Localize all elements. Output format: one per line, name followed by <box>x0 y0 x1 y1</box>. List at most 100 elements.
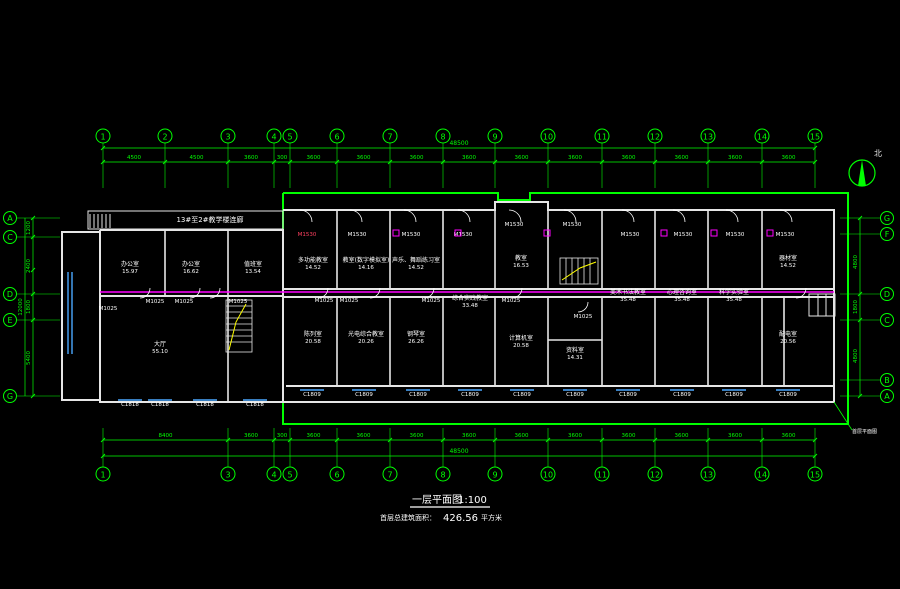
dim-right-value: 4800 <box>853 349 859 363</box>
axis-right-label: G <box>884 214 890 223</box>
window-label: C1809 <box>303 392 321 398</box>
column-marker <box>454 229 462 237</box>
axis-right-label: A <box>884 392 890 401</box>
dim-top-tick <box>334 159 340 165</box>
dim-bottom-tick <box>387 437 393 443</box>
door-label: M1530 <box>726 232 745 238</box>
entrance-steps <box>808 293 836 317</box>
axis-right-bubble <box>880 287 894 301</box>
axis-left-bubble <box>3 313 17 327</box>
dim-bottom-tick <box>812 437 818 443</box>
dim-top-value: 3600 <box>410 155 424 161</box>
axis-top-label: 3 <box>225 133 230 142</box>
window-label: C1809 <box>673 392 691 398</box>
dim-bottom-tick <box>652 437 658 443</box>
dim-bottom-value: 3600 <box>410 433 424 439</box>
dim-left-value: 12000 <box>18 298 24 316</box>
axis-bottom-label: 15 <box>810 471 820 480</box>
dim-left-tick <box>30 215 36 221</box>
plan-title: 一层平面图 <box>412 494 462 506</box>
column-marker <box>392 229 400 237</box>
dim-bottom-value: 3600 <box>462 433 476 439</box>
room-area: 20.58 <box>513 343 529 349</box>
room-area: 14.52 <box>408 265 424 271</box>
dim-right-tick <box>857 215 863 221</box>
dim-bottom-value: 3600 <box>307 433 321 439</box>
axis-top-label: 14 <box>757 133 767 142</box>
axis-bottom-label: 9 <box>492 471 497 480</box>
door-swing <box>139 287 151 299</box>
room-area: 35.48 <box>726 297 742 303</box>
door-label: M1025 <box>340 298 359 304</box>
room-area: 14.52 <box>305 265 321 271</box>
room-area: 13.54 <box>245 269 261 275</box>
dim-top-value: 3600 <box>515 155 529 161</box>
dim-bottom-value: 3600 <box>728 433 742 439</box>
door-swing <box>795 287 807 299</box>
axis-bottom-label: 8 <box>440 471 445 480</box>
room-area: 14.52 <box>780 263 796 269</box>
dim-top-value: 4500 <box>190 155 204 161</box>
dim-left-value: 5400 <box>26 351 32 365</box>
dim-top-tick <box>599 159 605 165</box>
axis-bottom-label: 11 <box>597 471 607 480</box>
dim-right-value: 4800 <box>853 255 859 269</box>
dim-top-tick <box>652 159 658 165</box>
dim-bottom-tick <box>545 437 551 443</box>
door-swing <box>621 209 635 223</box>
stair-center <box>559 257 599 285</box>
axis-right-bubble <box>880 313 894 327</box>
room-name: 综合实践教室 <box>452 294 488 302</box>
dim-bottom-tick <box>705 437 711 443</box>
dim-left-tick <box>30 291 36 297</box>
room-area: 16.62 <box>183 269 199 275</box>
axis-right-label: D <box>884 290 890 299</box>
dim-top-tick <box>287 159 293 165</box>
dim-top-tick <box>492 159 498 165</box>
dim-top-tick <box>759 159 765 165</box>
axis-bottom-label: 13 <box>703 471 713 480</box>
dim-left-value: 1800 <box>26 300 32 314</box>
north-label: 北 <box>874 149 882 158</box>
dim-top-tick <box>271 159 277 165</box>
axis-top-label: 2 <box>162 133 167 142</box>
door-swing <box>189 287 201 299</box>
room-name: 多功能教室 <box>298 256 328 264</box>
door-label: M1530 <box>298 232 317 238</box>
dim-bottom-value: 300 <box>277 433 288 439</box>
door-swing <box>369 287 381 299</box>
axis-left-label: G <box>7 392 13 401</box>
door-swing <box>403 209 417 223</box>
axis-top-label: 8 <box>440 133 445 142</box>
axis-left-bubble <box>3 211 17 225</box>
dim-bottom-tick <box>271 437 277 443</box>
dim-bottom-tick <box>100 437 106 443</box>
door-swing <box>299 209 313 223</box>
interior-partitions <box>164 210 785 402</box>
door-swing <box>511 287 523 299</box>
dim-top-tick <box>440 159 446 165</box>
dim-bottom-value: 3600 <box>568 433 582 439</box>
door-label: M1530 <box>776 232 795 238</box>
axis-right-label: F <box>885 230 890 239</box>
dim-bottom-tick <box>440 437 446 443</box>
door-swing <box>577 301 589 313</box>
north-arrow: 北 <box>848 149 882 187</box>
dim-bottom-total-tick <box>812 453 818 459</box>
room-name: 光电综合教室 <box>348 330 384 338</box>
axis-top-label: 13 <box>703 133 713 142</box>
room-area: 14.31 <box>567 355 583 361</box>
site-boundary <box>282 192 849 425</box>
dim-top-total-tick <box>100 145 106 151</box>
balcony-note: 13#至2#教学楼连廊 <box>176 215 243 224</box>
window-label: C1818 <box>196 402 214 408</box>
axis-top-label: 10 <box>543 133 553 142</box>
room-area: 15.97 <box>122 269 138 275</box>
room-area: 20.56 <box>780 339 796 345</box>
dim-bottom-value: 3600 <box>244 433 258 439</box>
